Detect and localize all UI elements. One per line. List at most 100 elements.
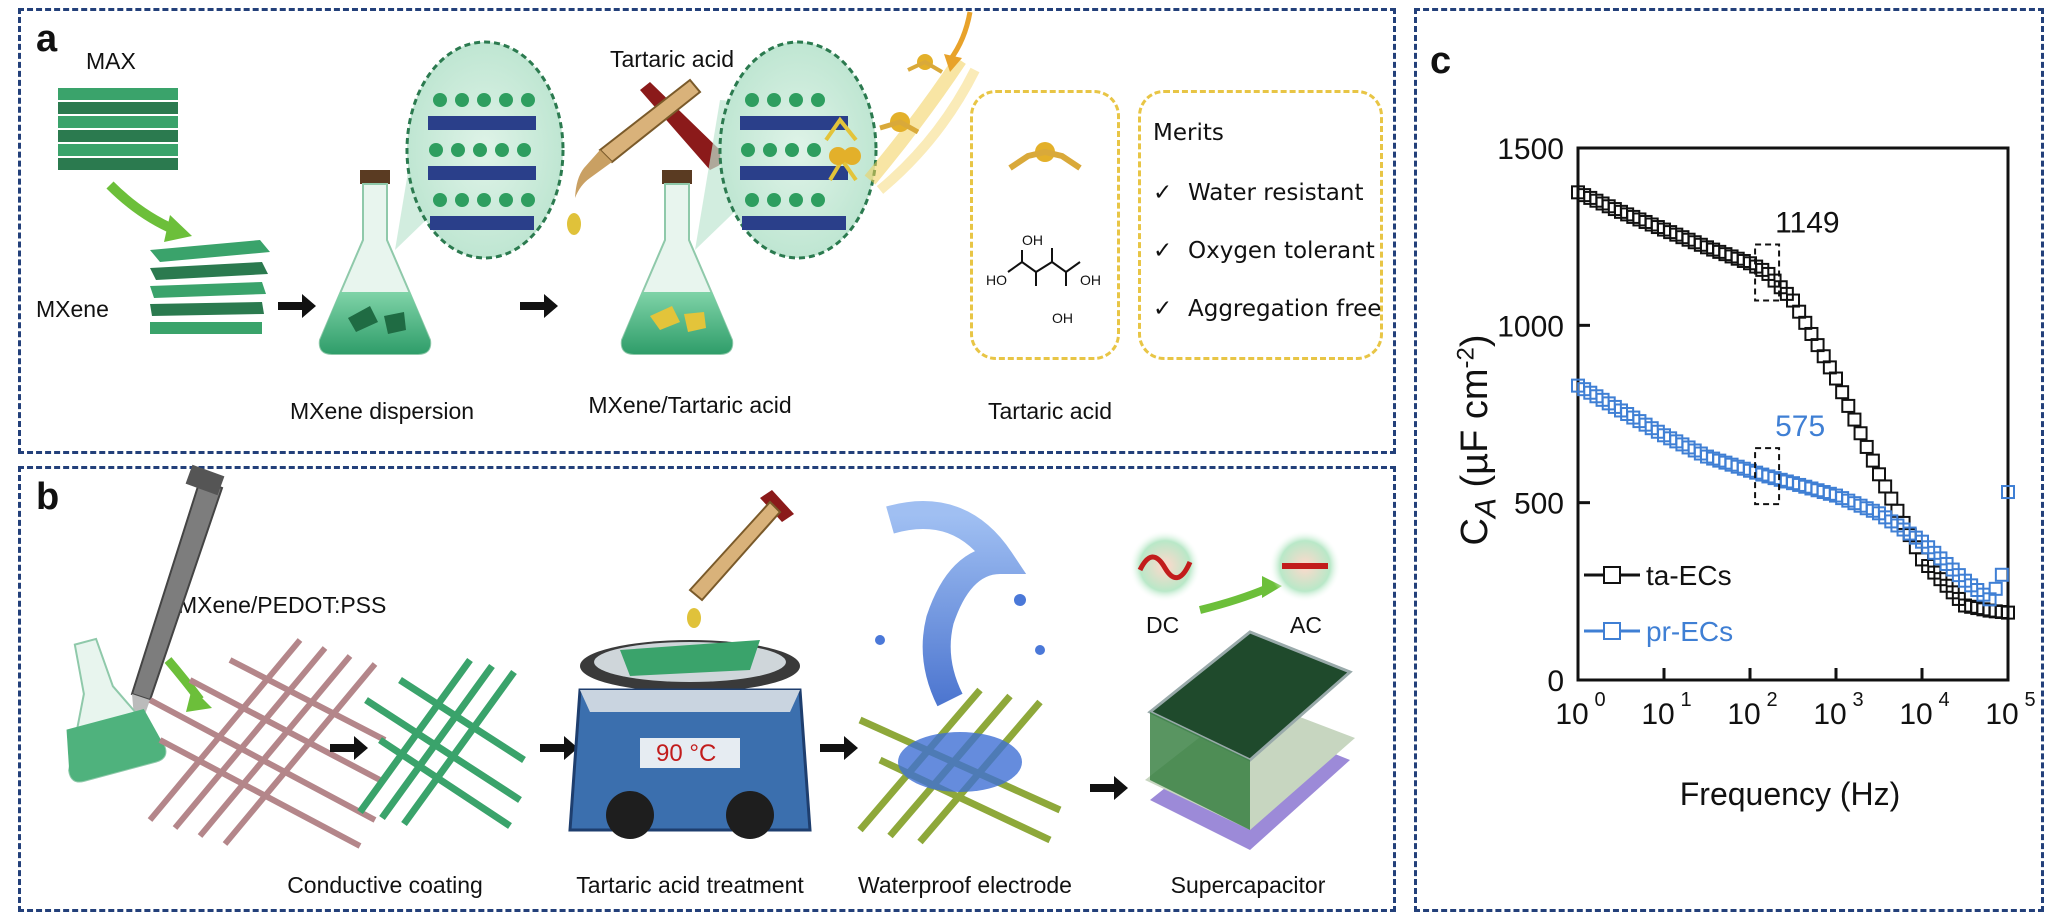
x-tick-exponent: 3 bbox=[1852, 689, 1863, 711]
caption-mxene-dispersion: MXene dispersion bbox=[289, 398, 475, 424]
plot-frame bbox=[1576, 146, 2010, 682]
data-point bbox=[1878, 479, 1893, 494]
ylabel-sup: -2 bbox=[1452, 347, 1480, 369]
caption-supercapacitor: Supercapacitor bbox=[1170, 872, 1326, 898]
ylabel-c: C bbox=[1454, 518, 1497, 546]
data-point bbox=[1853, 426, 1868, 441]
annotation-label: 1149 bbox=[1775, 206, 1840, 239]
merit-check-3: ✓ bbox=[1153, 296, 1173, 322]
annotation-bracket bbox=[1754, 243, 1781, 302]
y-tick-label: 500 bbox=[1514, 488, 1564, 521]
bare-textile bbox=[147, 638, 387, 849]
arrow-icon bbox=[540, 736, 578, 760]
dropper-icon bbox=[567, 78, 724, 235]
molecule-oh-bottom: OH bbox=[1052, 310, 1073, 326]
annotation-bracket bbox=[1754, 447, 1781, 506]
flask-mxene-tartaric bbox=[620, 170, 734, 355]
data-point bbox=[1865, 453, 1880, 468]
data-point bbox=[1872, 467, 1886, 482]
panel-a bbox=[18, 8, 1396, 454]
ylabel-sub: A bbox=[1469, 498, 1503, 519]
annotation-label: 575 bbox=[1775, 410, 1825, 443]
molecule-ho-left: HO bbox=[986, 272, 1007, 288]
molecule-skeletal-formula bbox=[1007, 248, 1081, 286]
arrow-icon bbox=[330, 736, 368, 760]
coated-textile bbox=[357, 657, 526, 829]
tartaric-acid-molecule bbox=[1007, 142, 1082, 286]
chart-ylabel: CA (µF cm-2) bbox=[1452, 335, 1503, 546]
data-point bbox=[1884, 491, 1899, 506]
y-tick-label: 0 bbox=[1547, 665, 1564, 698]
x-tick-label: 10 bbox=[1555, 698, 1588, 731]
data-point bbox=[1829, 371, 1843, 386]
molecule-oh-right: OH bbox=[1080, 272, 1101, 288]
arrow-icon bbox=[1090, 776, 1128, 800]
data-point bbox=[1859, 439, 1874, 454]
x-tick-label: 10 bbox=[1727, 698, 1760, 731]
hot-plate bbox=[568, 640, 812, 839]
data-point bbox=[2001, 605, 2015, 620]
max-phase-stack bbox=[58, 88, 178, 170]
supercapacitor-device bbox=[1145, 630, 1355, 850]
flask-mxene-pedot bbox=[66, 637, 167, 783]
data-point bbox=[1841, 398, 1856, 413]
panel-c-label: c bbox=[1430, 40, 1452, 82]
dropper-icon bbox=[687, 490, 794, 628]
ylabel-units: (µF cm bbox=[1454, 368, 1497, 499]
tartaric-acid-structure-box bbox=[970, 90, 1120, 360]
merit-check-1: ✓ bbox=[1153, 180, 1173, 206]
x-tick-exponent: 1 bbox=[1680, 689, 1691, 711]
x-tick-exponent: 2 bbox=[1766, 689, 1777, 711]
arrow-icon bbox=[820, 736, 858, 760]
legend-label: pr-ECs bbox=[1646, 616, 1733, 647]
waterproof-electrode bbox=[857, 501, 1062, 845]
arrow-icon bbox=[278, 294, 316, 318]
x-tick-exponent: 4 bbox=[1938, 689, 1949, 711]
panel-a-illustration bbox=[58, 11, 980, 355]
merits-box bbox=[1138, 90, 1383, 360]
x-tick-exponent: 0 bbox=[1594, 689, 1605, 711]
molecule-oh-top: OH bbox=[1022, 232, 1043, 248]
legend-marker bbox=[1603, 622, 1621, 640]
data-point bbox=[1988, 581, 2003, 596]
x-tick-label: 10 bbox=[1899, 698, 1932, 731]
series-ta-ECs bbox=[1571, 185, 2015, 620]
panel-b bbox=[18, 466, 1396, 912]
panel-a-label: a bbox=[36, 18, 58, 60]
panel-b-label: b bbox=[36, 476, 60, 518]
x-tick-label: 10 bbox=[1813, 698, 1846, 731]
x-tick-exponent: 5 bbox=[2024, 689, 2035, 711]
hotplate-temperature: 90 °C bbox=[656, 740, 717, 767]
caption-tartaric-acid: Tartaric acid bbox=[988, 398, 1112, 424]
x-tick-label: 10 bbox=[1985, 698, 2018, 731]
ylabel-close: ) bbox=[1454, 334, 1497, 348]
tartaric-acid-swirl bbox=[864, 11, 980, 194]
merit-water-resistant: Water resistant bbox=[1188, 180, 1364, 206]
chart-xlabel: Frequency (Hz) bbox=[1679, 776, 1901, 812]
merits-title: Merits bbox=[1153, 120, 1224, 146]
merit-oxygen-tolerant: Oxygen tolerant bbox=[1188, 238, 1375, 264]
caption-mxene-tartaric-acid: MXene/Tartaric acid bbox=[588, 392, 792, 418]
y-tick-label: 1000 bbox=[1497, 310, 1564, 343]
arrow-icon bbox=[520, 294, 558, 318]
data-point bbox=[1835, 385, 1850, 400]
data-point bbox=[1994, 567, 2009, 582]
x-tick-label: 10 bbox=[1641, 698, 1674, 731]
molecule-3d-model bbox=[1008, 142, 1082, 171]
ac-label: AC bbox=[1290, 612, 1322, 638]
legend-marker bbox=[1603, 566, 1621, 584]
y-tick-label: 1500 bbox=[1497, 133, 1564, 166]
legend-label: ta-ECs bbox=[1646, 560, 1732, 591]
data-point bbox=[2001, 485, 2015, 500]
caption-tartaric-acid-treatment: Tartaric acid treatment bbox=[576, 872, 804, 898]
merit-check-2: ✓ bbox=[1153, 238, 1173, 264]
dc-label: DC bbox=[1146, 612, 1180, 638]
caption-conductive-coating: Conductive coating bbox=[287, 872, 483, 898]
flask-mxene-dispersion bbox=[318, 170, 432, 355]
merit-aggregation-free: Aggregation free bbox=[1188, 296, 1382, 322]
max-label: MAX bbox=[86, 48, 136, 74]
panel-c bbox=[1414, 8, 2044, 912]
tartaric-acid-top-label: Tartaric acid bbox=[610, 46, 734, 72]
data-point bbox=[1847, 412, 1862, 427]
